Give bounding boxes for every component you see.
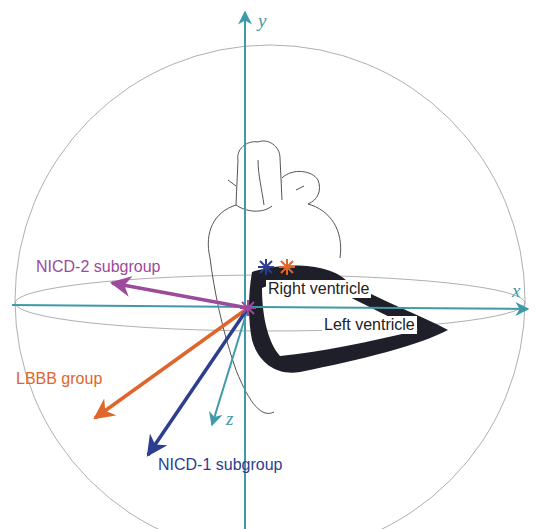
nicd2-vector — [112, 283, 248, 308]
nicd1-site-star — [258, 259, 274, 275]
aorta-inner — [258, 160, 264, 205]
group-label: NICD-2 subgroup — [36, 258, 161, 276]
sphere-outline — [15, 45, 525, 529]
left-atrium-outline — [308, 204, 341, 258]
lbbb-site-star — [279, 259, 295, 275]
lbbb-vector — [95, 308, 248, 418]
axis-label: y — [258, 10, 266, 32]
nicd1-vector — [148, 308, 248, 455]
group-label: NICD-1 subgroup — [158, 456, 283, 474]
axis-label: z — [226, 408, 233, 430]
part-name: Left ventricle — [322, 316, 417, 334]
part-name: Right ventricle — [266, 280, 371, 298]
left-ventricle-wall — [249, 265, 448, 372]
x-axis — [12, 305, 528, 309]
group-label: LBBB group — [16, 370, 102, 388]
y-axis — [244, 12, 246, 529]
equator-ellipse — [15, 275, 525, 331]
origin-star — [240, 300, 256, 316]
atrium-line — [236, 205, 272, 211]
z-axis — [212, 308, 248, 425]
axis-label: x — [512, 280, 520, 302]
vessel-stub — [228, 180, 304, 190]
